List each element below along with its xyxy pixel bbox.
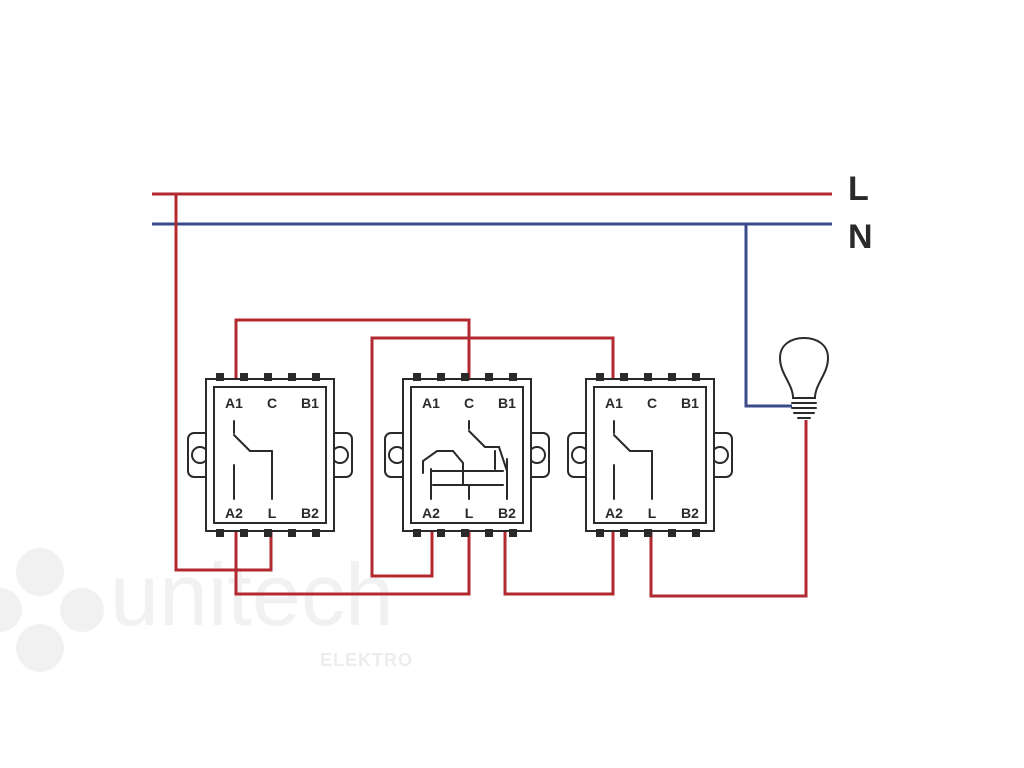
s1-a2: A2 bbox=[225, 505, 243, 521]
s2-b1: B1 bbox=[498, 395, 516, 411]
s2-a1: A1 bbox=[422, 395, 440, 411]
neutral-label: N bbox=[848, 218, 873, 256]
s3-b1: B1 bbox=[681, 395, 699, 411]
s2-b2: B2 bbox=[498, 505, 516, 521]
wire-s2-b1-to-s3-c bbox=[370, 336, 615, 560]
wire-live-to-switch1-l bbox=[174, 194, 273, 572]
s3-l: L bbox=[648, 505, 657, 521]
s3-a2: A2 bbox=[605, 505, 623, 521]
s2-a2: A2 bbox=[422, 505, 440, 521]
light-bulb-icon bbox=[778, 336, 830, 419]
s2-contact bbox=[422, 420, 508, 500]
s3-c: C bbox=[647, 395, 657, 411]
switch-3: A1 C B1 A2 L B2 bbox=[567, 373, 733, 537]
wire-s2-l-to-s3-link bbox=[370, 532, 434, 578]
watermark-sub: ELEKTRO bbox=[320, 650, 413, 670]
s3-contact bbox=[613, 420, 653, 500]
wire-s1-a2-to-s2-a2 bbox=[234, 532, 471, 596]
s2-l: L bbox=[465, 505, 474, 521]
switch-2: A1 C B1 A2 L B2 bbox=[384, 373, 550, 537]
wire-s3-l-to-lamp bbox=[649, 420, 808, 598]
s1-c: C bbox=[267, 395, 277, 411]
s1-contact bbox=[233, 420, 273, 500]
watermark: unitech ELEKTRO bbox=[0, 545, 413, 672]
unitech-logo-icon bbox=[0, 548, 104, 672]
switch-1: A1 C B1 A2 L B2 bbox=[187, 373, 353, 537]
s3-a1: A1 bbox=[605, 395, 623, 411]
wire-neutral-to-lamp bbox=[744, 224, 792, 408]
wire-s1-a1-to-s2-c bbox=[234, 318, 471, 378]
s1-b1: B1 bbox=[301, 395, 319, 411]
s1-l: L bbox=[268, 505, 277, 521]
s1-a1: A1 bbox=[225, 395, 243, 411]
wire-s2-b2-to-s3-a2 bbox=[503, 532, 615, 596]
live-label: L bbox=[848, 170, 869, 208]
s2-c: C bbox=[464, 395, 474, 411]
s3-b2: B2 bbox=[681, 505, 699, 521]
s1-b2: B2 bbox=[301, 505, 319, 521]
